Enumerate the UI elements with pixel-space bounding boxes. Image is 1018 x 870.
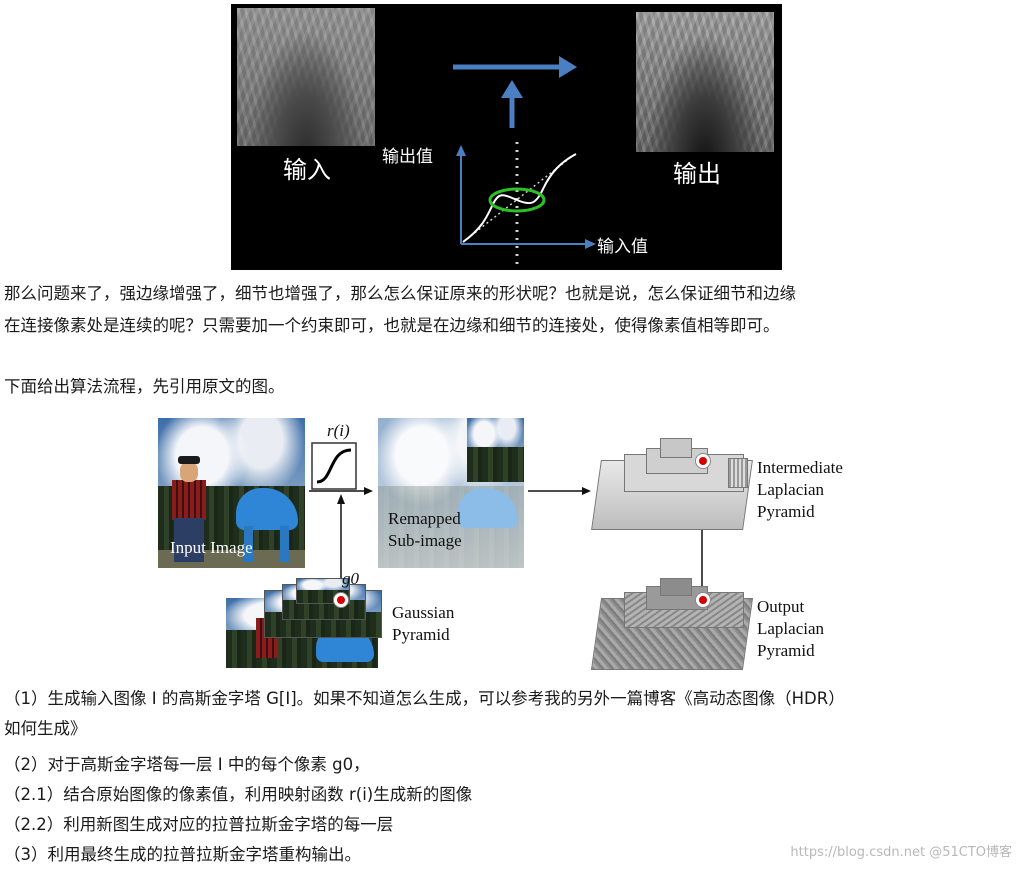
mapping-curve	[462, 153, 577, 243]
remapping-function-icon	[311, 442, 357, 490]
intermediate-pixel-marker	[695, 453, 711, 469]
output-label-line-3: Pyramid	[757, 641, 815, 660]
mapping-figure: 输入 输出 输出值 输入值	[231, 4, 782, 270]
input-image: Input Image	[158, 418, 305, 568]
step-1-line-2: 如何生成》	[4, 719, 87, 738]
step-1-line-1: （1）生成输入图像 I 的高斯金字塔 G[I]。如果不知道怎么生成，可以参考我的…	[4, 689, 845, 708]
identity-dotted-line	[462, 153, 576, 243]
step-2-1: （2.1）结合原始图像的像素值，利用映射函数 r(i)生成新的图像	[4, 785, 473, 804]
up-arrow-head	[501, 80, 523, 98]
algorithm-flow-figure: Input Image r(i) Remapped Sub-image g0 G…	[156, 412, 866, 670]
paragraph-2: 下面给出算法流程，先引用原文的图。	[4, 377, 285, 396]
step-2-2: （2.2）利用新图生成对应的拉普拉斯金字塔的每一层	[4, 815, 394, 834]
step-3: （3）利用最终生成的拉普拉斯金字塔重构输出。	[4, 845, 361, 864]
gaussian-label-line-2: Pyramid	[392, 625, 450, 644]
g0-label: g0	[342, 569, 359, 588]
y-axis-arrowhead	[456, 145, 466, 156]
input-thumbnail	[237, 8, 375, 146]
output-pixel-marker	[695, 592, 711, 608]
intermediate-label-line-3: Pyramid	[757, 502, 815, 521]
output-label-line-1: Output	[757, 597, 805, 616]
remapped-label-line-2: Sub-image	[388, 531, 462, 550]
function-label: r(i)	[327, 421, 350, 440]
intermediate-label-line-1: Intermediate	[757, 458, 843, 477]
gaussian-label-line-1: Gaussian	[392, 603, 455, 622]
pixel-g0-marker	[333, 592, 349, 608]
paragraph-1-line-2: 在连接像素处是连续的呢？只需要加一个约束即可，也就是在边缘和细节的连接处，使得像…	[4, 316, 780, 335]
watermark: https://blog.csdn.net @51CTO博客	[790, 845, 1012, 860]
x-axis-arrowhead	[585, 239, 596, 249]
input-label: 输入	[283, 156, 331, 184]
output-label: 输出	[673, 160, 721, 188]
y-axis-label: 输出值	[382, 147, 433, 167]
step-2: （2）对于高斯金字塔每一层 I 中的每个像素 g0，	[4, 755, 370, 774]
input-image-label: Input Image	[170, 538, 253, 557]
output-thumbnail	[636, 12, 774, 152]
remapped-sub-image-patch	[467, 418, 524, 482]
horizontal-arrow-head	[559, 56, 577, 78]
intermediate-label-line-2: Laplacian	[757, 480, 825, 499]
mapping-curve-diagram	[453, 56, 596, 270]
detail-ellipse	[488, 187, 546, 213]
remapped-label-line-1: Remapped	[388, 509, 461, 528]
x-axis-label: 输入值	[597, 237, 648, 257]
paragraph-1-line-1: 那么问题来了，强边缘增强了，细节也增强了，那么怎么保证原来的形状呢？也就是说，怎…	[4, 284, 796, 303]
output-label-line-2: Laplacian	[757, 619, 825, 638]
